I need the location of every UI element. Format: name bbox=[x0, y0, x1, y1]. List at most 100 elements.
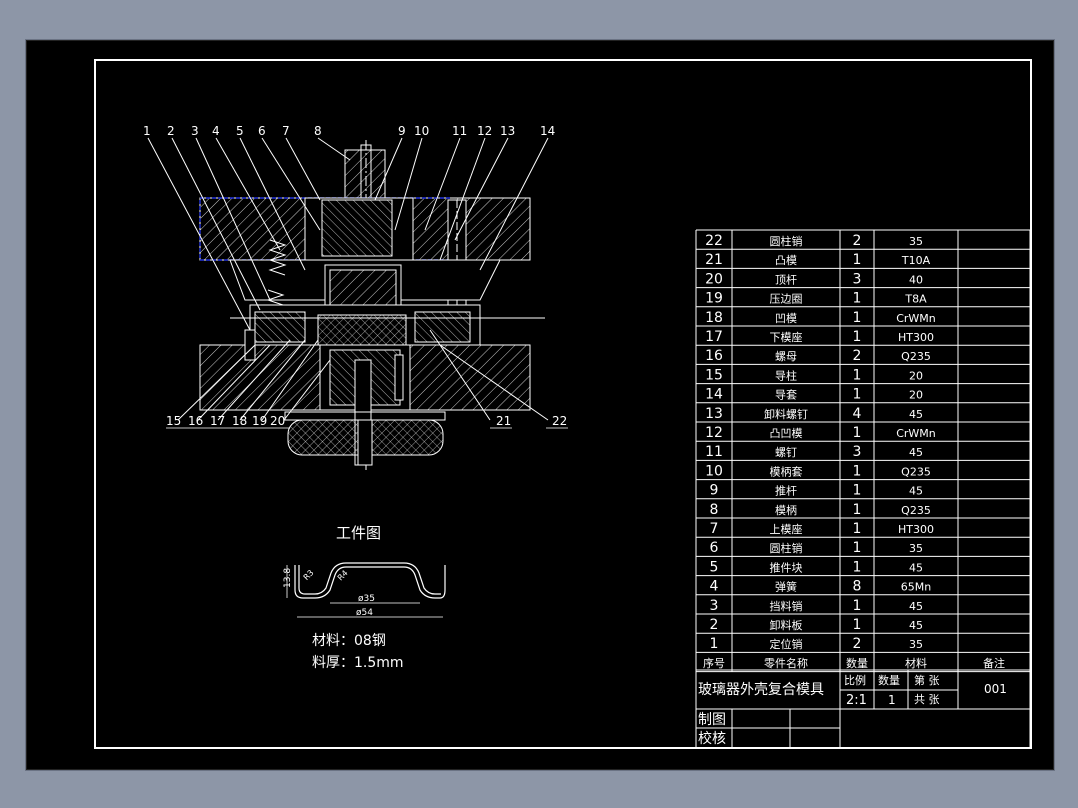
callout-12: 12 bbox=[477, 124, 492, 138]
assembly-view bbox=[147, 137, 549, 470]
part-name: 卸料螺钉 bbox=[764, 407, 808, 421]
part-name: 上模座 bbox=[770, 522, 803, 536]
header-qty: 数量 bbox=[846, 657, 868, 670]
callout-7: 7 bbox=[282, 124, 290, 138]
part-material: Q235 bbox=[901, 465, 931, 478]
part-qty: 1 bbox=[853, 483, 862, 499]
workpiece-material: 材料：08钢 bbox=[312, 633, 386, 649]
inner-border bbox=[94, 59, 1032, 749]
part-number: 6 bbox=[710, 540, 719, 556]
qty-value: 1 bbox=[888, 693, 896, 707]
part-qty: 2 bbox=[853, 233, 862, 249]
part-qty: 1 bbox=[853, 329, 862, 345]
callout-19: 19 bbox=[252, 414, 267, 428]
part-number: 8 bbox=[710, 502, 719, 518]
header-material: 材料 bbox=[905, 656, 927, 670]
part-qty: 1 bbox=[853, 310, 862, 326]
part-number: 2 bbox=[710, 617, 719, 633]
part-number: 15 bbox=[705, 367, 723, 383]
header-remark: 备注 bbox=[983, 656, 1005, 670]
part-name: 导套 bbox=[775, 389, 797, 402]
part-qty: 8 bbox=[853, 579, 862, 595]
part-number: 20 bbox=[705, 271, 723, 287]
part-number: 7 bbox=[710, 521, 719, 537]
part-material: 40 bbox=[909, 273, 923, 286]
part-material: Q235 bbox=[901, 504, 931, 517]
callout-15: 15 bbox=[166, 414, 181, 428]
part-qty: 1 bbox=[853, 540, 862, 556]
part-number: 4 bbox=[710, 579, 719, 595]
workpiece-view: 工件图 13.8 R3 R4 ø35 ø54 材料：08钢 料厚：1.5mm bbox=[283, 524, 446, 671]
workpiece-thickness: 料厚：1.5mm bbox=[312, 655, 404, 671]
part-qty: 2 bbox=[853, 636, 862, 652]
part-name: 模柄 bbox=[775, 504, 797, 517]
dim-outer: ø54 bbox=[356, 608, 373, 618]
part-name: 顶杆 bbox=[775, 272, 797, 286]
callout-4: 4 bbox=[212, 124, 220, 138]
part-qty: 1 bbox=[853, 367, 862, 383]
part-number: 3 bbox=[710, 598, 719, 614]
part-name: 推件块 bbox=[770, 560, 803, 574]
dim-r1: R3 bbox=[302, 568, 316, 582]
callout-11: 11 bbox=[452, 124, 467, 138]
part-qty: 1 bbox=[853, 252, 862, 268]
part-material: CrWMn bbox=[896, 312, 936, 325]
part-name: 导柱 bbox=[775, 368, 797, 382]
workpiece-title: 工件图 bbox=[336, 524, 381, 542]
part-number: 18 bbox=[705, 310, 723, 326]
part-name: 压边圈 bbox=[770, 293, 803, 306]
scale-label: 比例 bbox=[844, 673, 866, 687]
part-material: 45 bbox=[909, 619, 923, 632]
part-material: 45 bbox=[909, 561, 923, 574]
callout-14: 14 bbox=[540, 124, 555, 138]
callout-13: 13 bbox=[500, 124, 515, 138]
part-name: 螺钉 bbox=[775, 446, 797, 459]
part-number: 11 bbox=[705, 444, 723, 460]
callout-5: 5 bbox=[236, 124, 244, 138]
part-name: 弹簧 bbox=[775, 580, 797, 594]
part-material: 35 bbox=[909, 638, 923, 651]
part-name: 圆柱销 bbox=[770, 234, 803, 248]
drawn-by-label: 制图 bbox=[698, 712, 726, 728]
callout-18: 18 bbox=[232, 414, 247, 428]
part-qty: 1 bbox=[853, 521, 862, 537]
callout-6: 6 bbox=[258, 124, 266, 138]
part-number: 12 bbox=[705, 425, 723, 441]
part-number: 10 bbox=[705, 463, 723, 479]
part-material: 45 bbox=[909, 485, 923, 498]
part-material: 45 bbox=[909, 446, 923, 459]
part-qty: 1 bbox=[853, 463, 862, 479]
part-material: T10A bbox=[901, 254, 931, 267]
total-label: 共 张 bbox=[914, 693, 940, 706]
callout-21: 21 bbox=[496, 414, 511, 428]
part-qty: 1 bbox=[853, 559, 862, 575]
callout-16: 16 bbox=[188, 414, 203, 428]
title-block bbox=[695, 669, 1031, 749]
callout-1: 1 bbox=[143, 124, 151, 138]
part-number: 13 bbox=[705, 406, 723, 422]
part-name: 下模座 bbox=[770, 330, 803, 344]
part-name: 推杆 bbox=[775, 484, 797, 498]
part-name: 卸料板 bbox=[770, 618, 803, 632]
part-number: 21 bbox=[705, 252, 723, 268]
part-number: 14 bbox=[705, 387, 723, 403]
part-qty: 4 bbox=[853, 406, 862, 422]
part-name: 凸凹模 bbox=[770, 427, 803, 440]
part-number: 19 bbox=[705, 291, 723, 307]
title-block-text: 玻璃器外壳复合模具 比例 数量 第 张 2:1 1 共 张 001 制图 校核 bbox=[698, 673, 1007, 747]
header-no: 序号 bbox=[703, 656, 725, 670]
part-number: 22 bbox=[705, 233, 723, 249]
part-number: 5 bbox=[710, 559, 719, 575]
qty-label: 数量 bbox=[878, 674, 900, 687]
dim-height: 13.8 bbox=[283, 568, 293, 588]
scale-value: 2:1 bbox=[846, 693, 867, 708]
part-material: 35 bbox=[909, 542, 923, 555]
part-name: 凸模 bbox=[775, 254, 797, 267]
callout-20: 20 bbox=[270, 414, 285, 428]
callout-8: 8 bbox=[314, 124, 322, 138]
callout-9: 9 bbox=[398, 124, 406, 138]
part-qty: 1 bbox=[853, 598, 862, 614]
callout-17: 17 bbox=[210, 414, 225, 428]
callout-2: 2 bbox=[167, 124, 175, 138]
